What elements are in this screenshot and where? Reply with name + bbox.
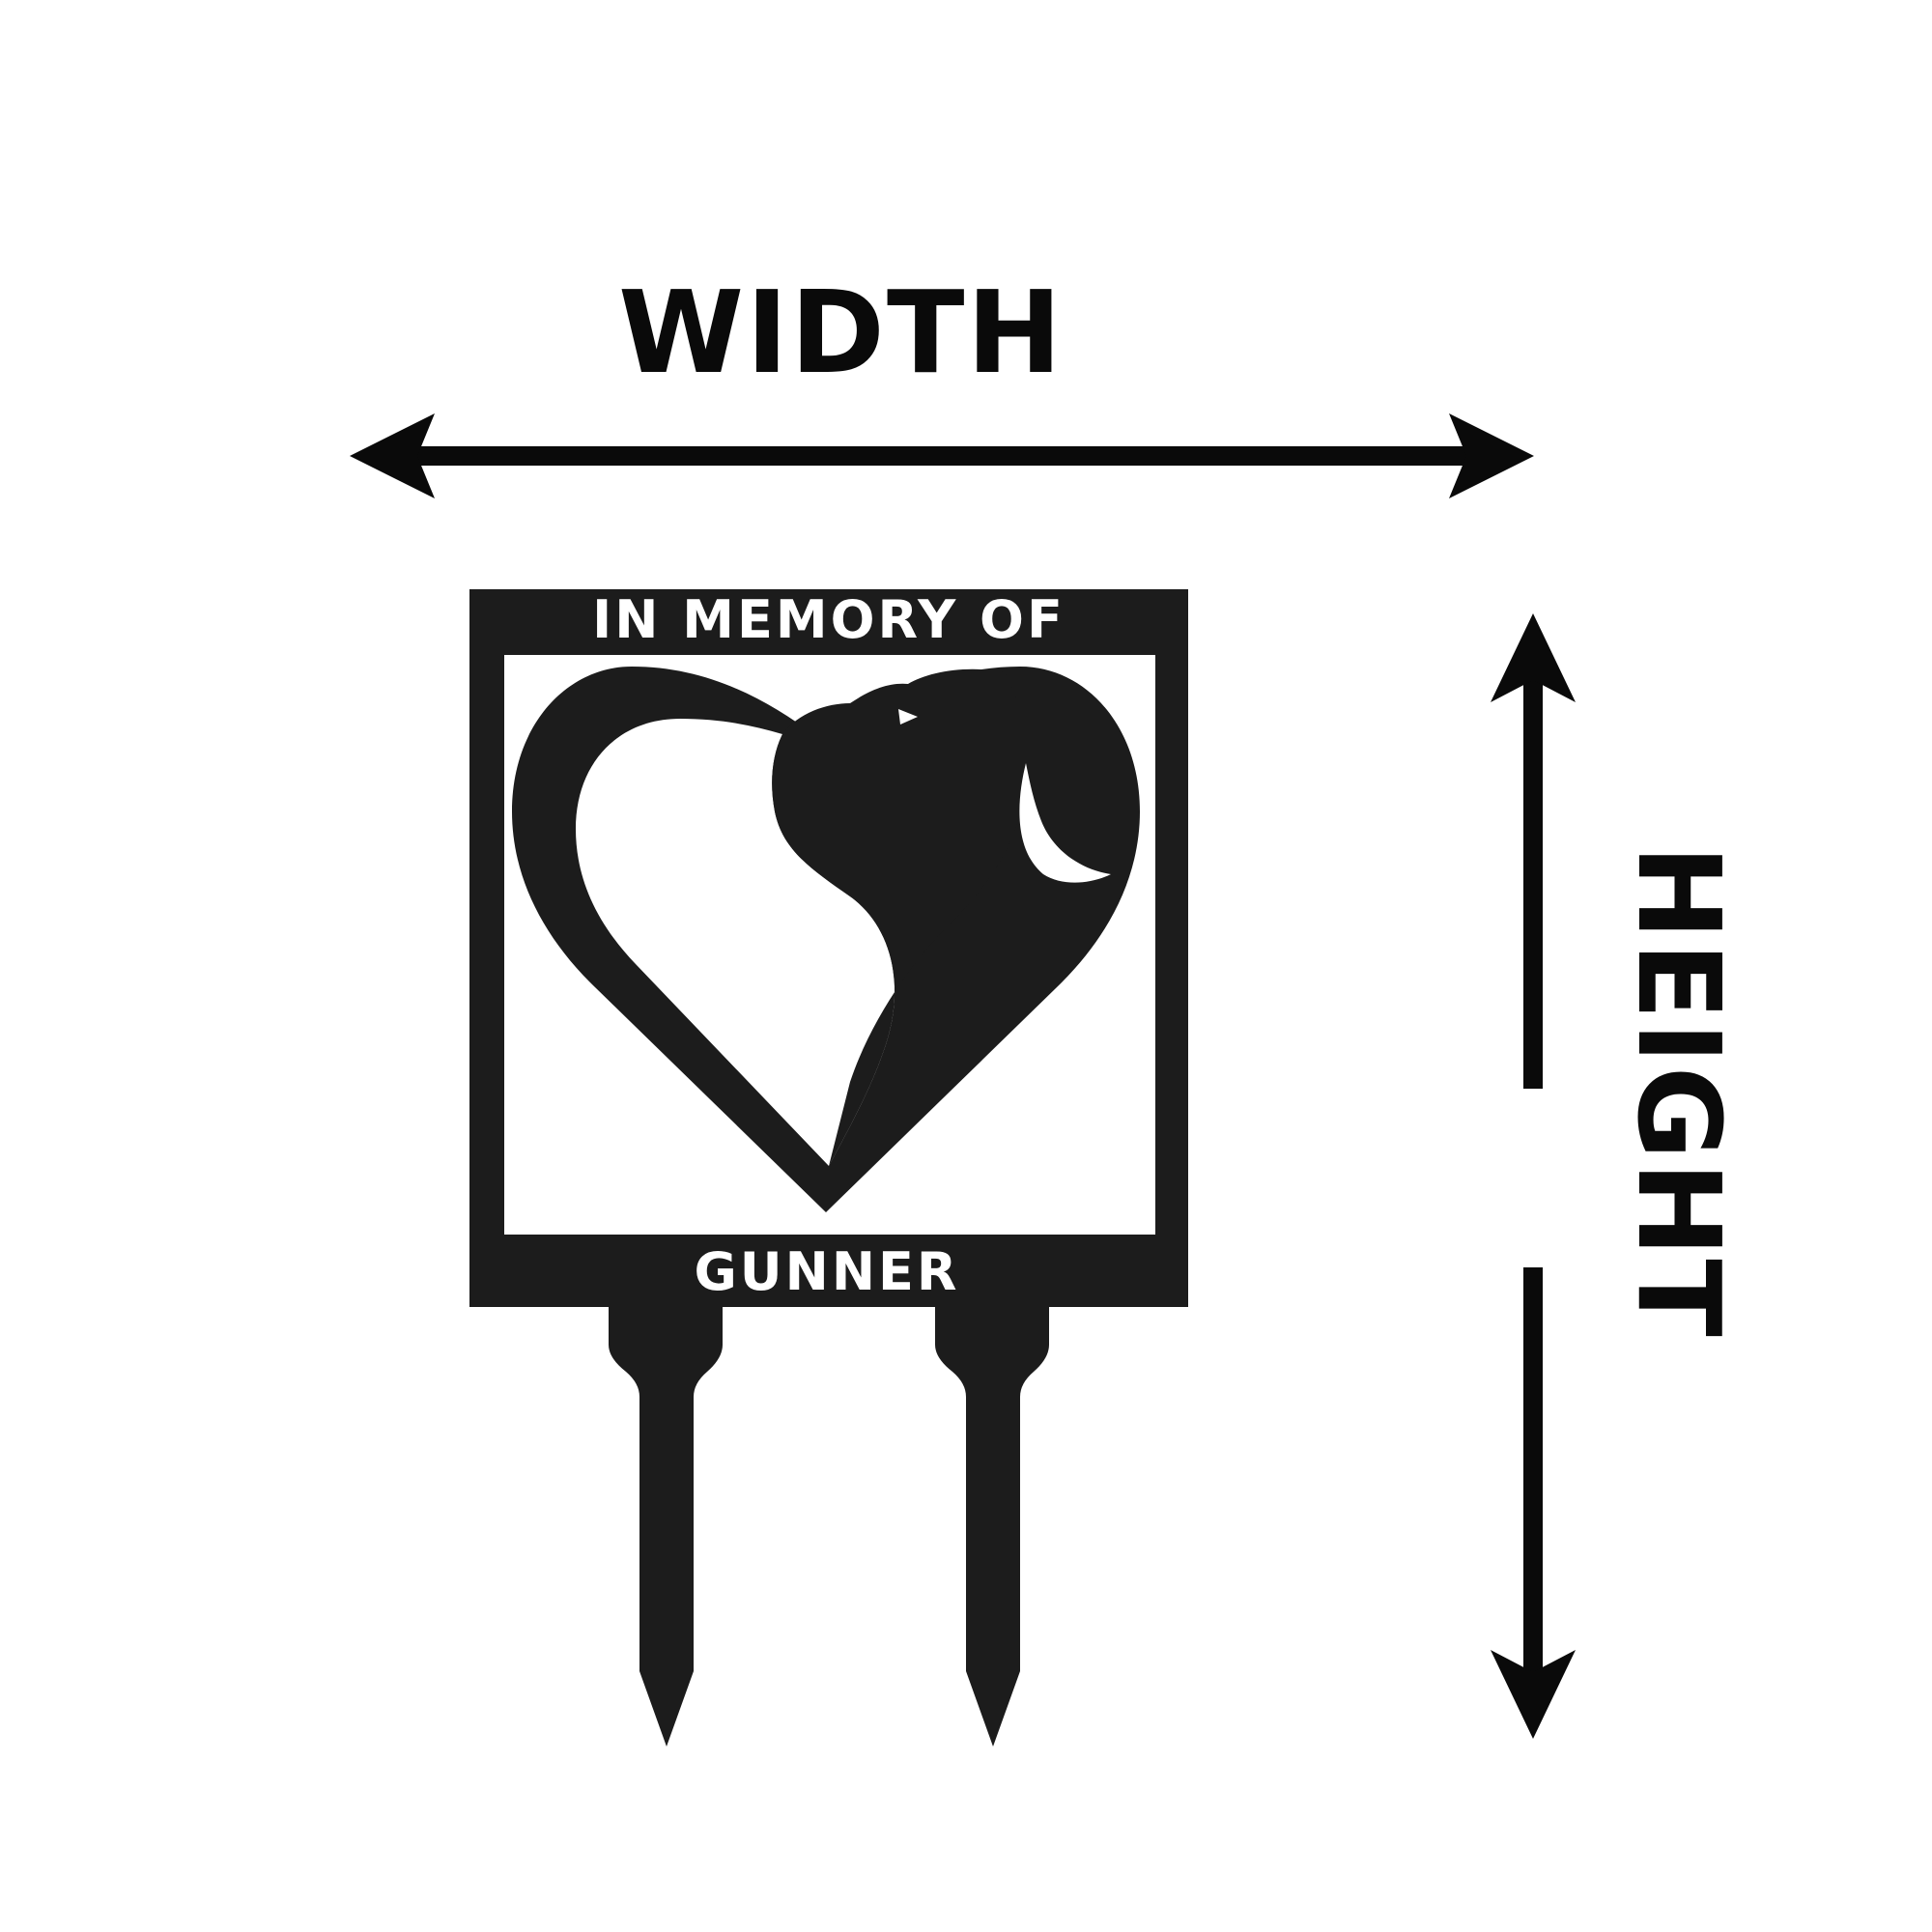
dog-head xyxy=(772,668,1026,1166)
memorial-sign: IN MEMORY OF GUNNER xyxy=(469,589,1188,1747)
dog-heart-icon xyxy=(512,667,1140,1212)
sign-top-text: IN MEMORY OF xyxy=(592,589,1065,650)
dog-eye xyxy=(898,709,918,724)
width-label: WIDTH xyxy=(618,266,1065,399)
height-arrow-top xyxy=(1491,613,1576,1089)
height-arrow-bottom xyxy=(1491,1267,1576,1739)
right-stake xyxy=(935,1307,1049,1747)
dog-ear xyxy=(1019,763,1111,883)
left-stake xyxy=(609,1307,723,1747)
height-label: HEIGHT xyxy=(1612,844,1746,1339)
sign-name-text: GUNNER xyxy=(694,1241,959,1302)
sign-plate xyxy=(469,589,1188,1307)
width-arrow xyxy=(350,413,1534,498)
